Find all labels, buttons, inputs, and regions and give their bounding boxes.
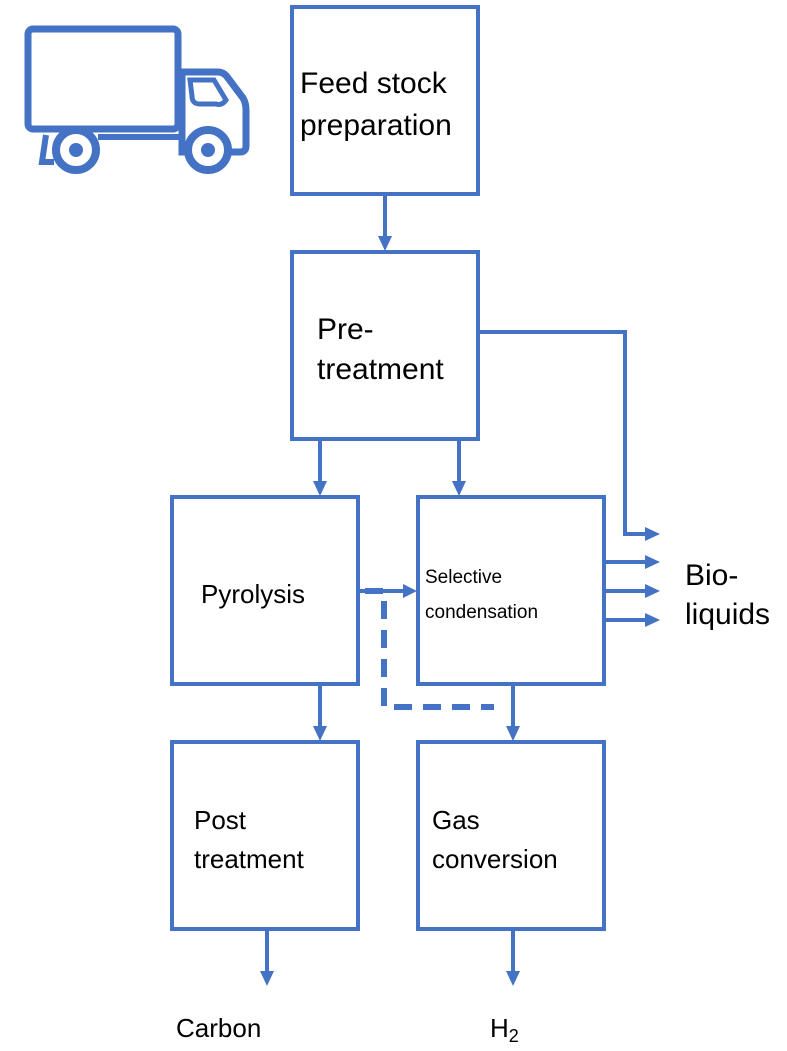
post-treatment-label-line1: Post	[194, 805, 247, 835]
gas-conversion-label-line1: Gas	[432, 805, 480, 835]
h2-label-subscript: 2	[509, 1026, 519, 1046]
arrow-selective-to-bioliquids-3	[604, 613, 660, 627]
feedstock-box	[290, 5, 480, 196]
bioliquids-label-line2: liquids	[685, 598, 770, 631]
arrow-selective-to-bioliquids-1	[604, 555, 660, 569]
carbon-label: Carbon	[176, 1013, 261, 1043]
arrow-post-treatment-to-carbon	[260, 929, 274, 986]
arrow-pretreatment-to-bioliquids	[478, 330, 660, 541]
arrow-selective-to-bioliquids-2	[604, 584, 660, 598]
feedstock-label-line2: preparation	[300, 109, 452, 142]
pyrolysis-box	[170, 495, 360, 686]
bioliquids-label-line1: Bio-	[685, 559, 738, 592]
pretreatment-label-line1: Pre-	[317, 313, 374, 346]
gas-conversion-label-line2: conversion	[432, 844, 558, 874]
post-treatment-box	[170, 740, 360, 931]
gas-conversion-box	[416, 740, 606, 931]
h2-label: H2	[490, 1013, 519, 1046]
pyrolysis-label: Pyrolysis	[201, 579, 305, 609]
pretreatment-box	[290, 250, 480, 441]
h2-label-base: H	[490, 1013, 509, 1043]
arrow-feedstock-to-pretreatment	[378, 194, 392, 251]
arrow-selective-to-gas-conversion	[506, 684, 520, 741]
arrow-gas-conversion-to-h2	[506, 929, 520, 986]
selective-condensation-box	[416, 495, 606, 686]
feedstock-label-line1: Feed stock	[300, 67, 448, 100]
dashed-bypass-pyrolysis-to-gas	[365, 588, 494, 710]
selective-label-line1: Selective	[425, 567, 502, 588]
arrow-pretreatment-to-pyrolysis	[313, 439, 327, 496]
arrow-pretreatment-to-selective	[452, 439, 466, 496]
post-treatment-label-line2: treatment	[194, 844, 305, 874]
truck-icon	[24, 25, 250, 174]
arrow-pyrolysis-to-post-treatment	[313, 684, 327, 741]
pretreatment-label-line2: treatment	[317, 353, 444, 386]
selective-label-line2: condensation	[425, 602, 538, 623]
